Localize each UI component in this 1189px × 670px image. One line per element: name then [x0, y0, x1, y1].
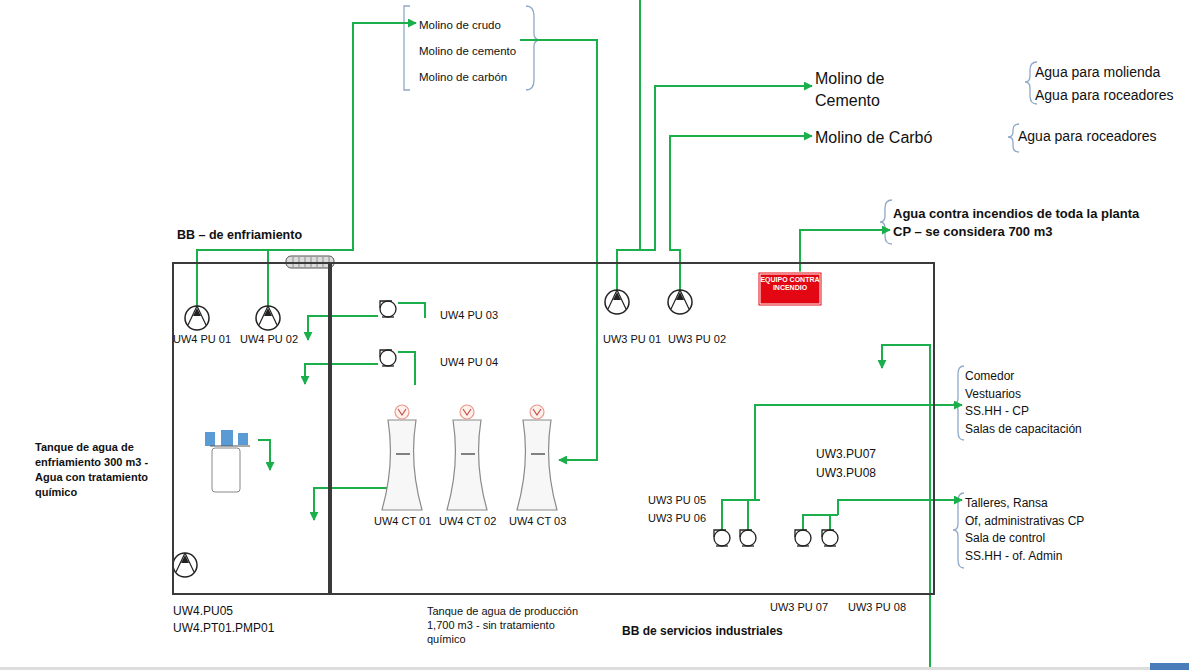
pipe-connector: [935, 499, 962, 501]
node-text: Molino de Cemento: [815, 68, 899, 112]
node-text: Molino de Carbó: [815, 128, 933, 148]
page-edge: [0, 667, 1189, 670]
page-edge: [1150, 663, 1189, 670]
node-text: Talleres, Ransa: [965, 495, 1085, 513]
cooling-tower-outline: [380, 404, 424, 512]
pipe-line: [197, 0, 935, 670]
node-text: Molino de crudo: [419, 12, 517, 38]
cooling-tower: UW4 CT 01: [380, 404, 424, 512]
pump-tag: UW3 PU 05: [648, 494, 706, 508]
sign-text: EQUIPO CONTRA INCENDIO: [758, 276, 822, 292]
node-text: Molino de cemento: [419, 38, 517, 64]
pump-tag: UW3 PU 01: [603, 333, 661, 347]
pump-tag: UW4 PU 01: [173, 333, 231, 347]
pump-tag: UW4 PU 04: [440, 356, 498, 370]
node-text: UW4 CT 03: [509, 515, 566, 529]
tank-note: Tanque de agua de enfriamiento 300 m3 - …: [35, 440, 167, 500]
cooling-tower-outline: [445, 404, 489, 512]
node-text: Salas de capacitación: [965, 421, 1082, 439]
water-use: Agua para roceadores: [1035, 87, 1174, 105]
cooling-tower: UW4 CT 03: [515, 404, 559, 512]
pump-tag: UW3 PU 06: [648, 512, 706, 526]
node-text: Sala de control: [965, 530, 1085, 548]
pipe-connector: [935, 404, 962, 406]
consumer-list: Talleres, RansaOf, administrativas CPSal…: [962, 493, 1088, 567]
fire-equipment-sign: [758, 272, 822, 306]
mill-name: Molino de Carbó: [812, 126, 936, 150]
pipe-connector: [617, 86, 812, 262]
pipe-connector: [197, 23, 416, 262]
cooling-tower: UW4 CT 02: [445, 404, 489, 512]
pump-tag: UW3.PU08: [816, 466, 876, 481]
node-text: Tanque de agua de producción 1,700 m3 - …: [427, 605, 595, 646]
node-text: Vestuarios: [965, 386, 1082, 404]
pump-tag: UW4.PT01.PMP01: [173, 621, 274, 636]
node-text: BB – de enfriamiento: [177, 228, 302, 244]
pump-tag: UW3.PU07: [816, 447, 876, 462]
consumer-list: ComedorVestuariosSS.HH - CPSalas de capa…: [962, 366, 1085, 440]
node-text: SS.HH - CP: [965, 403, 1082, 421]
mill-name: Molino de Cemento: [812, 66, 902, 114]
cooling-tower-outline: [515, 404, 559, 512]
fire-water-note: Agua contra incendios de toda la planta …: [890, 203, 1162, 243]
cooling-basin: BB – de enfriamiento: [172, 262, 330, 595]
node-text: Molino de carbón: [419, 64, 517, 90]
node-text: Of, administrativas CP: [965, 513, 1085, 531]
pump-tag: UW4 PU 03: [440, 309, 498, 323]
pump-tag: UW3 PU 08: [848, 601, 906, 615]
pipe-connector: [800, 230, 890, 262]
node-text: UW4 CT 02: [439, 515, 496, 529]
pump-tag: UW4 PU 02: [240, 333, 298, 347]
pipe-connector: [670, 136, 812, 262]
pump-symbol: [173, 290, 838, 577]
node-text: UW4 CT 01: [374, 515, 431, 529]
dosing-unit: [205, 430, 250, 492]
node-text: BB de servicios industriales: [622, 624, 783, 639]
mill-list: Molino de crudoMolino de cementoMolino d…: [416, 10, 520, 92]
bracket: [404, 6, 1037, 568]
pump-tag: UW3 PU 07: [770, 601, 828, 615]
services-basin: Tanque de agua de producción 1,700 m3 - …: [330, 262, 935, 595]
water-use: Agua para roceadores: [1018, 128, 1157, 146]
pump-tag: UW4.PU05: [173, 604, 233, 619]
node-text: Comedor: [965, 368, 1082, 386]
pipe-connector: [520, 40, 597, 460]
node-text: Agua contra incendios de toda la planta …: [893, 205, 1159, 241]
pump-tag: UW3 PU 02: [668, 333, 726, 347]
water-use: Agua para molienda: [1035, 64, 1160, 82]
node-text: SS.HH - of. Admin: [965, 548, 1085, 566]
